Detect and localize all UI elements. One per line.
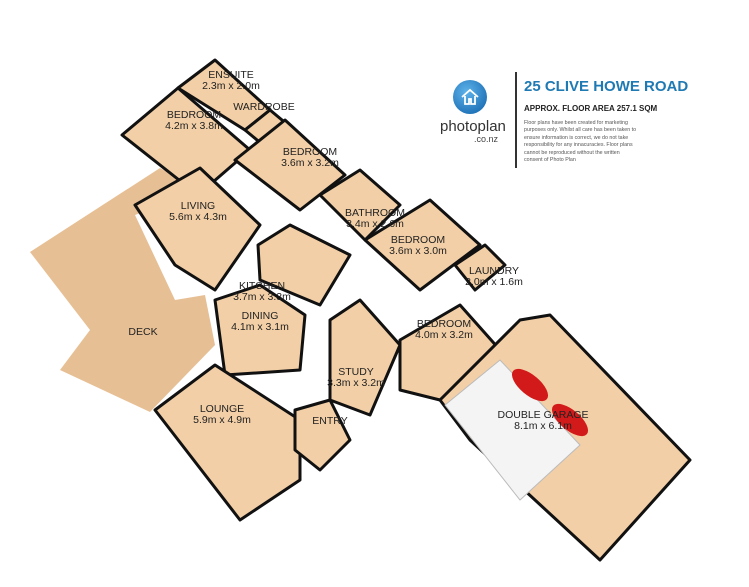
room-name: WARDROBE: [233, 101, 294, 113]
property-title: 25 CLIVE HOWE ROAD: [524, 78, 689, 95]
floor-area: APPROX. FLOOR AREA 257.1 SQM: [524, 104, 658, 113]
study-floor: [328, 298, 402, 417]
lounge-floor: [153, 363, 302, 522]
room-size: 3.6m x 3.0m: [389, 245, 447, 257]
bedroom2-floor: [233, 118, 347, 212]
divider: [515, 72, 517, 168]
room-name: DOUBLE GARAGE: [497, 409, 588, 421]
room-name: DINING: [242, 310, 279, 322]
room-name: BEDROOM: [417, 318, 471, 330]
room-name: LIVING: [181, 200, 215, 212]
room-size: 2.3m x 2.0m: [202, 80, 260, 92]
dining-floor: [213, 283, 307, 377]
room-name: STUDY: [338, 366, 374, 378]
garage-door: [444, 359, 581, 501]
car-icon: [551, 403, 589, 437]
bathroom-floor: [318, 168, 402, 242]
house-icon: [453, 80, 487, 114]
room-size: 4.1m x 3.1m: [231, 321, 289, 333]
room-size: 3.4m x 2.6m: [346, 218, 404, 230]
room-size: 5.6m x 4.3m: [169, 211, 227, 223]
photoplan-logo: photoplan .co.nz: [440, 80, 506, 144]
room-size: 8.1m x 6.1m: [514, 420, 572, 432]
room-name: LOUNGE: [200, 403, 244, 415]
room-size: 4.2m x 3.8m: [165, 120, 223, 132]
laundry-floor: [453, 243, 507, 292]
room-size: 3.7m x 3.3m: [233, 291, 291, 303]
room-name: ENTRY: [312, 415, 347, 427]
logo-brand: photoplan: [440, 118, 506, 135]
kitchen-floor: [256, 223, 352, 307]
room-name: DECK: [128, 326, 157, 338]
room-size: 3.3m x 3.2m: [327, 377, 385, 389]
room-size: 3.6m x 3.2m: [281, 157, 339, 169]
room-name: BEDROOM: [167, 109, 221, 121]
car-icon: [511, 368, 549, 402]
room-size: 4.0m x 3.2m: [415, 329, 473, 341]
entry-floor: [293, 398, 352, 472]
room-name: BATHROOM: [345, 207, 405, 219]
room-name: KITCHEN: [239, 280, 285, 292]
room-size: 5.9m x 4.9m: [193, 414, 251, 426]
room-name: BEDROOM: [391, 234, 445, 246]
room-name: ENSUITE: [208, 69, 254, 81]
disclaimer: Floor plans have been created for market…: [524, 120, 637, 164]
room-name: BEDROOM: [283, 146, 337, 158]
bedroom3-floor: [363, 198, 482, 292]
room-size: 2.0m x 1.6m: [465, 276, 523, 288]
room-name: LAUNDRY: [469, 265, 519, 277]
deck-area: [30, 168, 215, 412]
living-floor: [133, 166, 262, 292]
logo-domain: .co.nz: [473, 134, 498, 144]
